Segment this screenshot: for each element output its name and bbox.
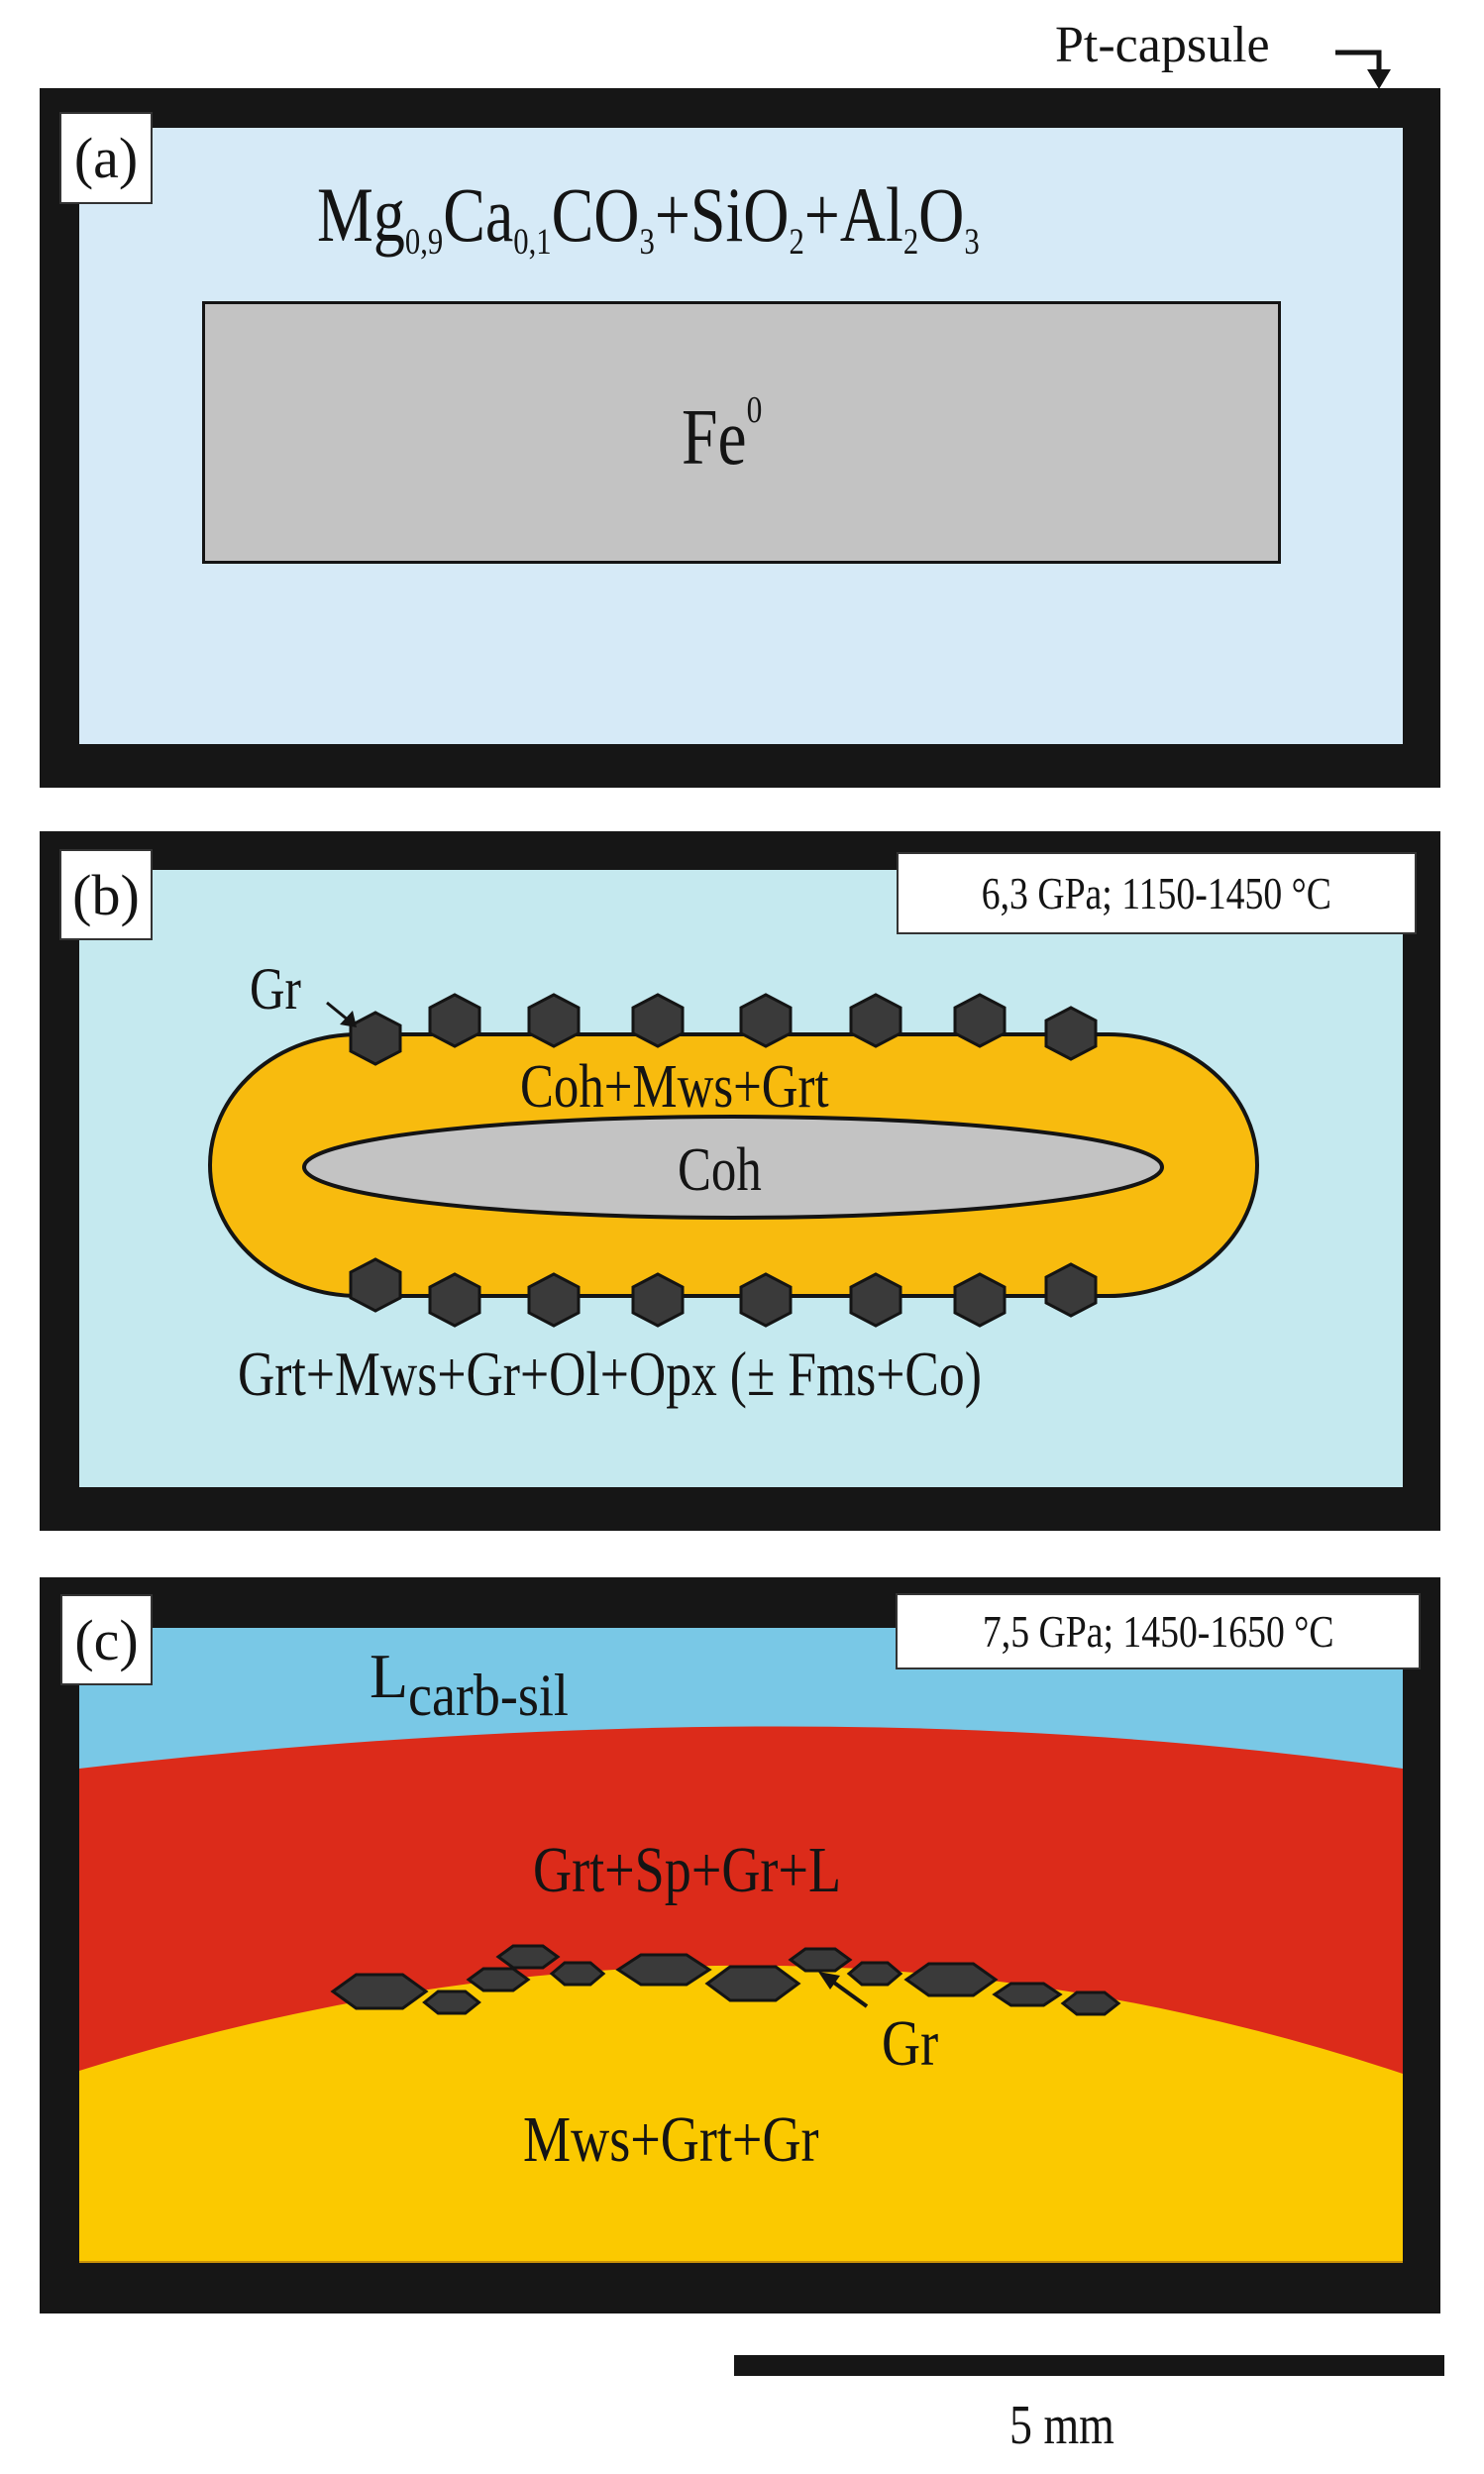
graphite-hexagon-icon — [615, 1953, 712, 1987]
graphite-hexagon-icon — [428, 1272, 481, 1328]
scale-bar-label: 5 mm — [1009, 2395, 1114, 2456]
gr-arrow-icon — [326, 1001, 350, 1022]
graphite-hexagon-icon — [739, 1272, 793, 1328]
panel-b-conditions-box: 6,3 GPa; 1150-1450 °C — [897, 852, 1417, 934]
cohenite-core-shape — [302, 1115, 1164, 1220]
graphite-hexagon-icon — [849, 1272, 902, 1328]
graphite-hexagon-icon — [428, 993, 481, 1048]
graphite-hexagon-icon — [549, 1961, 606, 1987]
magnesiowustite-garnet-zone — [79, 1965, 1403, 2263]
panel-c-label: (c) — [60, 1594, 153, 1685]
panel-c-gr-label: Gr — [882, 2007, 939, 2080]
graphite-hexagon-icon — [527, 993, 581, 1048]
graphite-hexagon-icon — [631, 993, 685, 1048]
panel-c-middle-label: Grt+Sp+Gr+L — [533, 1834, 842, 1906]
graphite-hexagon-icon — [1044, 1006, 1098, 1061]
graphite-crystals-top — [349, 993, 1098, 1066]
graphite-hexagon-icon — [903, 1962, 999, 1997]
graphite-hexagon-icon — [739, 993, 793, 1048]
graphite-hexagon-icon — [953, 1272, 1007, 1328]
graphite-hexagon-icon — [704, 1965, 801, 2002]
graphite-hexagon-icon — [349, 1257, 402, 1313]
graphite-crystals-bottom — [349, 1257, 1098, 1328]
graphite-hexagon-icon — [846, 1961, 903, 1987]
graphite-hexagon-icon — [992, 1982, 1063, 2007]
scale-bar — [734, 2355, 1444, 2376]
graphite-hexagon-icon — [1060, 1990, 1121, 2016]
graphite-hexagon-icon — [953, 993, 1007, 1048]
graphite-hexagon-icon — [1044, 1262, 1098, 1318]
panel-b-core-label: Coh — [678, 1136, 762, 1204]
graphite-hexagon-icon — [527, 1272, 581, 1328]
panel-c-bottom-label: Mws+Grt+Gr — [523, 2103, 819, 2176]
graphite-crystals-front — [330, 1944, 1121, 2016]
graphite-hexagon-icon — [495, 1944, 561, 1970]
panel-b-rim-label: Coh+Mws+Grt — [520, 1053, 829, 1121]
panel-a-label: (a) — [59, 112, 153, 204]
graphite-hexagon-icon — [631, 1272, 685, 1328]
fe-core-label: Fe0 — [682, 389, 763, 483]
graphite-hexagon-icon — [788, 1947, 853, 1973]
panel-c-liquid-label: Lcarb-sil — [370, 1641, 570, 1728]
graphite-hexagon-icon — [849, 993, 902, 1048]
graphite-hexagon-icon — [422, 1990, 481, 2015]
panel-a-starting-formula: Mg0,9Ca0,1CO3+SiO2+Al2O3 — [317, 171, 980, 264]
panel-c-conditions-box: 7,5 GPa; 1450-1650 °C — [896, 1593, 1421, 1669]
graphite-hexagon-icon — [466, 1967, 531, 1992]
panel-b-label: (b) — [59, 849, 153, 940]
graphite-hexagon-icon — [330, 1973, 429, 2010]
panel-b-matrix-label: Grt+Mws+Gr+Ol+Opx (± Fms+Co) — [238, 1340, 982, 1409]
panel-b-gr-label: Gr — [250, 956, 301, 1022]
fe-metal-core — [202, 301, 1281, 564]
pt-capsule-label: Pt-capsule — [1055, 17, 1270, 73]
